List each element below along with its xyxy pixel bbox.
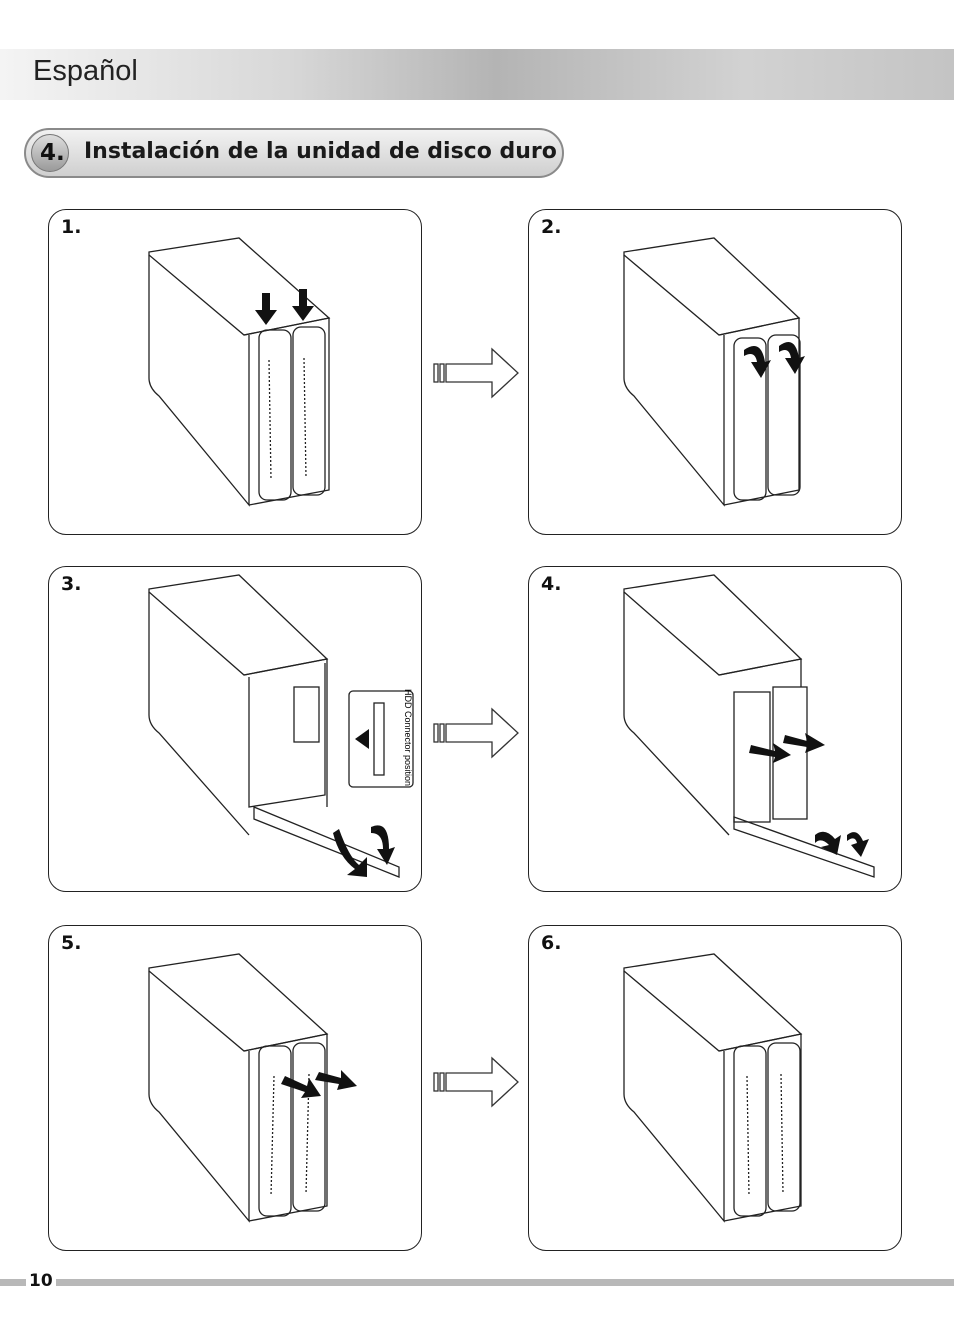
flow-arrow-5-6 [433, 1056, 519, 1108]
step-label-2: 2. [541, 216, 562, 238]
language-title: Español [33, 55, 138, 87]
step-label-6: 6. [541, 932, 562, 954]
step-panel-1: 1. [48, 209, 422, 535]
step-panel-3: 3. HDD Connector position [48, 566, 422, 892]
insert-drives-illustration [623, 574, 875, 878]
footer-rule [0, 1279, 954, 1286]
flow-arrow-3-4 [433, 707, 519, 759]
section-number: 4. [40, 140, 65, 166]
section-heading: 4. Instalación de la unidad de disco dur… [24, 128, 564, 178]
flow-arrow-1-2 [433, 347, 519, 399]
section-number-badge: 4. [31, 134, 69, 172]
step-panel-2: 2. [528, 209, 902, 535]
hdd-connector-callout: HDD Connector position [403, 689, 413, 786]
step-label-5: 5. [61, 932, 82, 954]
enclosure-illustration [623, 953, 803, 1223]
page-number: 10 [26, 1271, 56, 1291]
close-trays-illustration [148, 953, 357, 1223]
step-panel-6: 6. [528, 925, 902, 1251]
enclosure-illustration [148, 237, 331, 507]
step-panel-5: 5. [48, 925, 422, 1251]
enclosure-illustration [623, 237, 805, 507]
step-label-3: 3. [61, 573, 82, 595]
step-label-1: 1. [61, 216, 82, 238]
section-title: Instalación de la unidad de disco duro [84, 139, 557, 164]
language-header-bar: Español [0, 49, 954, 100]
open-enclosure-illustration: HDD Connector position [148, 574, 414, 878]
step-label-4: 4. [541, 573, 562, 595]
step-panel-4: 4. [528, 566, 902, 892]
